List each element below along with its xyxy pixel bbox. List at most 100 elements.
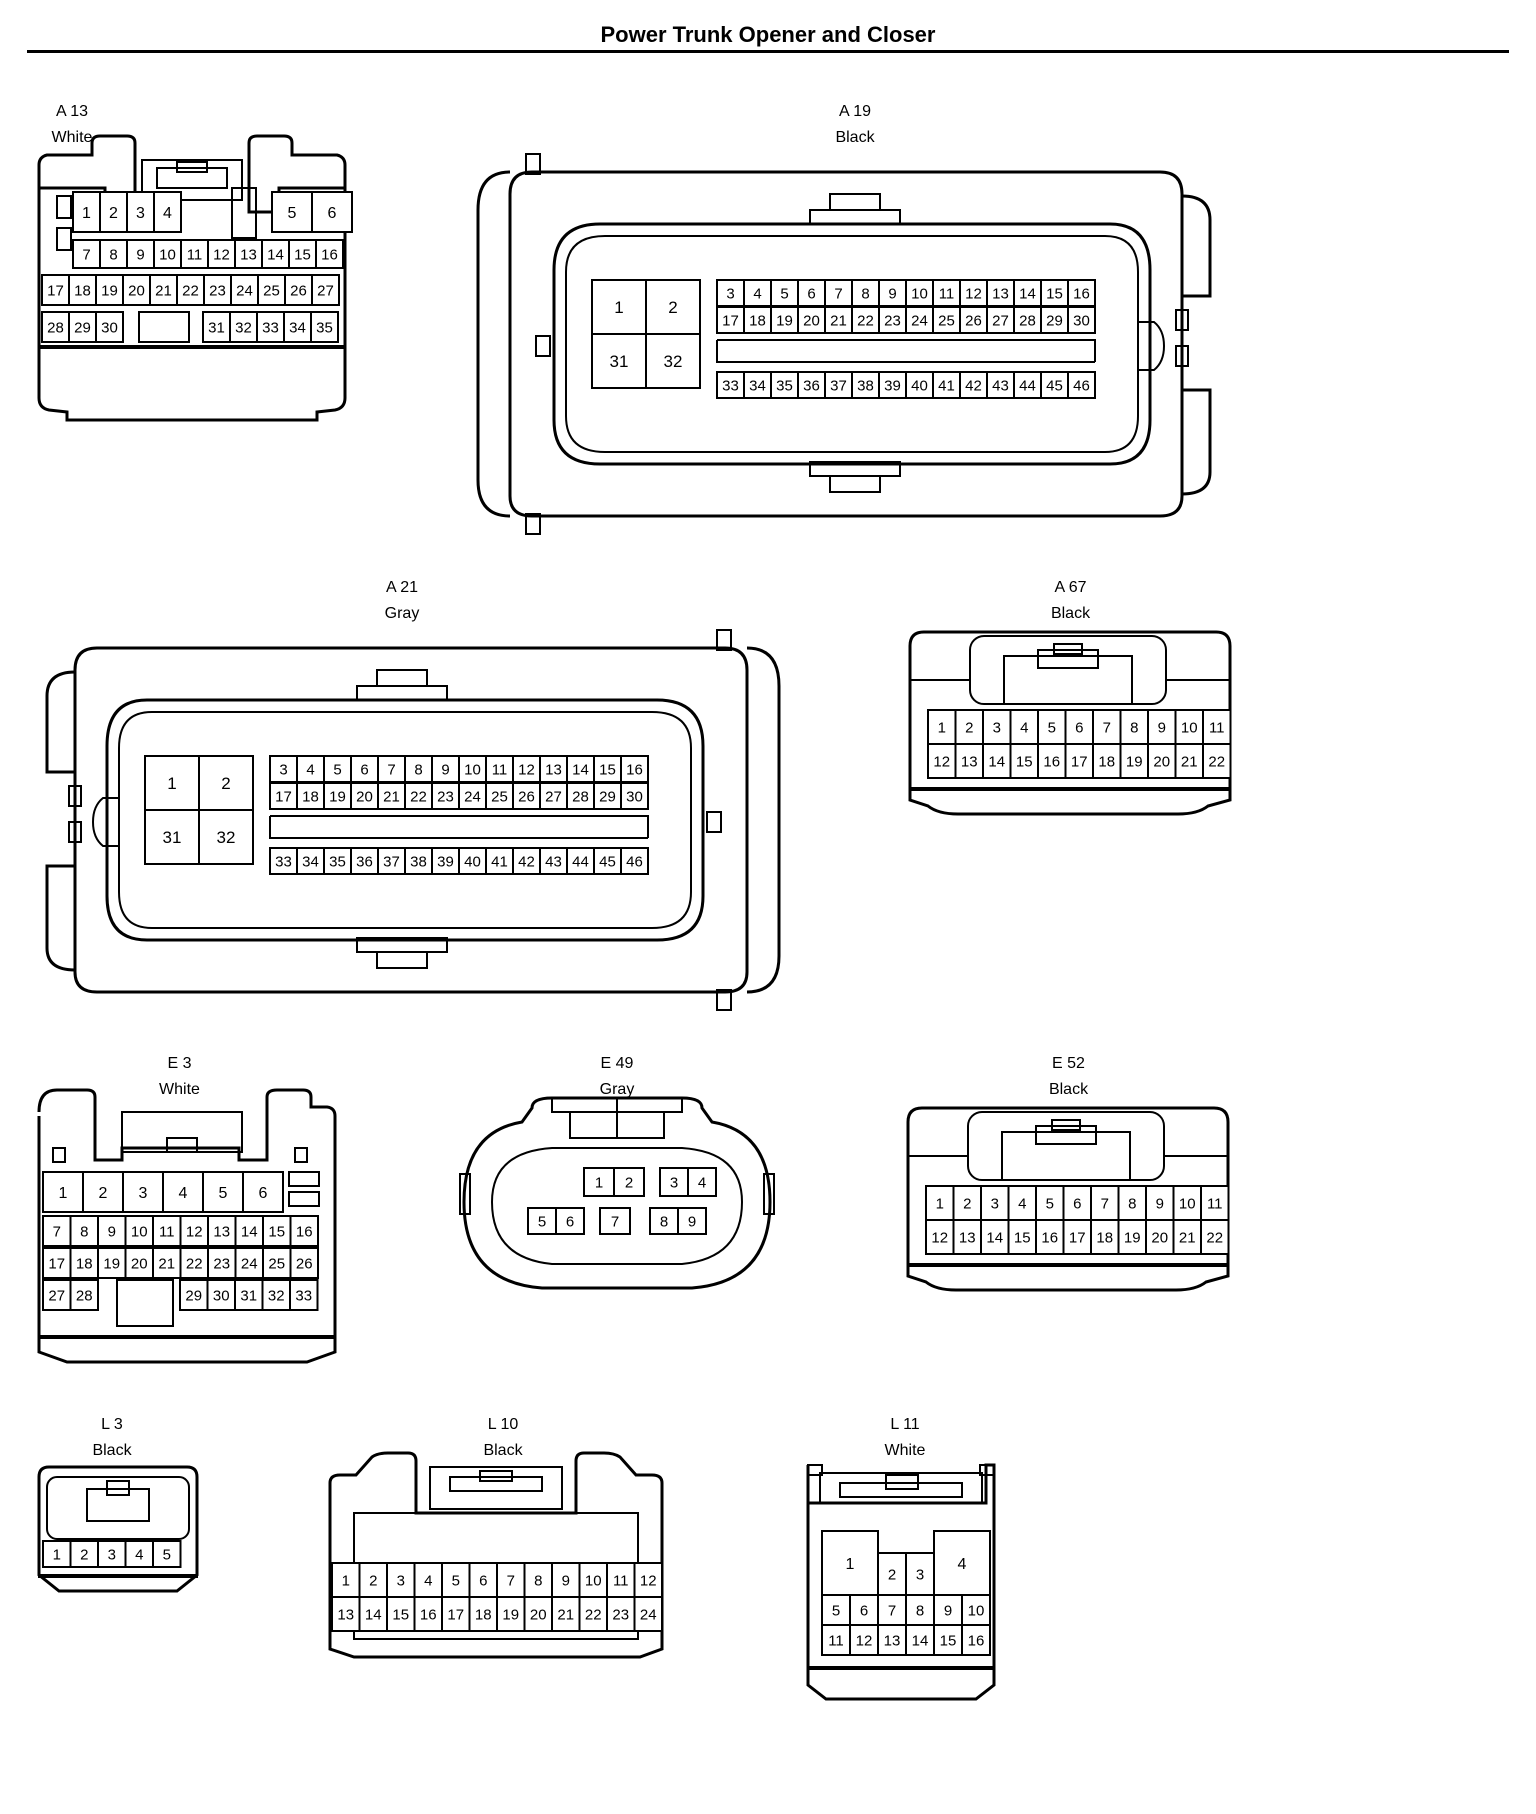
pin-cavity [269, 755, 298, 783]
pin-cavity [358, 1596, 388, 1632]
pin-number: 11 [613, 1572, 629, 1589]
connector-label: L 3 [101, 1416, 123, 1433]
housing-outline [807, 1666, 995, 1670]
housing-outline [525, 513, 541, 535]
pin-number: 2 [668, 298, 677, 317]
pin-number: 14 [365, 1606, 382, 1623]
housing-outline [118, 711, 692, 929]
pin-cavity [1090, 1185, 1120, 1221]
pin-number: 33 [275, 853, 292, 870]
pin-number: 33 [295, 1287, 312, 1304]
pin-number: 32 [217, 828, 236, 847]
pin-cavity [162, 1171, 204, 1213]
pin-cavity [331, 1596, 361, 1632]
pin-number: 11 [187, 246, 203, 263]
pin-cavity [72, 239, 101, 269]
pin-cavity [933, 1624, 963, 1656]
pin-cavity [95, 311, 124, 343]
pin-number: 32 [664, 352, 683, 371]
housing-outline [231, 187, 257, 239]
connector-color: Black [1048, 1081, 1089, 1098]
pin-number: 13 [545, 761, 562, 778]
pin-number: 4 [698, 1174, 706, 1191]
pin-number: 35 [316, 319, 333, 336]
pin-number: 16 [968, 1632, 985, 1649]
housing-outline [906, 1106, 1230, 1292]
pin-cavity [350, 782, 379, 810]
pin-number: 26 [290, 282, 307, 299]
pin-cavity [468, 1596, 498, 1632]
pin-number: 25 [263, 282, 280, 299]
connector-color: Black [835, 129, 875, 146]
pin-cavity [633, 1596, 663, 1632]
pin-number: 46 [1073, 377, 1090, 394]
pin-number: 39 [437, 853, 454, 870]
pin-number: 1 [53, 1546, 61, 1563]
housing-outline [967, 1111, 1165, 1181]
pin-number: 4 [163, 205, 172, 222]
pin-number: 7 [387, 761, 395, 778]
pin-cavity [877, 1624, 907, 1656]
pin-cavity [1007, 1219, 1037, 1255]
pin-number: 1 [614, 298, 623, 317]
pin-number: 14 [1019, 285, 1036, 302]
pin-number: 15 [940, 1632, 957, 1649]
pin-number: 11 [492, 761, 508, 778]
pin-number: 17 [48, 1255, 65, 1272]
pin-number: 3 [993, 719, 1001, 736]
pin-number: 5 [163, 1546, 171, 1563]
pin-cavity [207, 1247, 237, 1279]
housing-outline [1053, 643, 1083, 655]
housing-outline [746, 646, 781, 994]
pin-cavity [599, 1207, 631, 1235]
pin-number: 36 [803, 377, 820, 394]
pin-number: 30 [101, 319, 118, 336]
pin-cavity [659, 1167, 689, 1197]
housing-outline [38, 345, 346, 349]
pin-number: 1 [167, 774, 176, 793]
housing-outline [166, 1137, 198, 1153]
pin-number: 3 [108, 1546, 116, 1563]
pin-cavity [578, 1562, 608, 1598]
pin-number: 33 [262, 319, 279, 336]
pin-number: 11 [159, 1223, 175, 1240]
pin-number: 33 [722, 377, 739, 394]
housing-outline [716, 629, 732, 651]
pin-cavity [311, 274, 340, 306]
pin-cavity [257, 274, 286, 306]
pin-number: 15 [392, 1606, 409, 1623]
latch-bar [269, 815, 649, 839]
pin-cavity [961, 1594, 991, 1626]
pin-cavity [1067, 306, 1096, 334]
pin-number: 27 [992, 312, 1009, 329]
pin-cavity [905, 1552, 935, 1596]
pin-number: 29 [185, 1287, 202, 1304]
housing-outline [376, 669, 428, 687]
housing-outline [763, 1173, 775, 1215]
housing-outline [37, 134, 347, 422]
pin-number: 5 [219, 1185, 228, 1202]
housing-outline [37, 134, 137, 214]
housing-outline [1003, 655, 1133, 705]
pin-number: 9 [136, 246, 144, 263]
pin-number: 9 [1156, 1195, 1164, 1212]
pin-number: 3 [916, 1566, 924, 1583]
pin-cavity [386, 1596, 416, 1632]
pin-cavity [606, 1562, 636, 1598]
housing-outline [56, 227, 72, 251]
pin-number: 34 [749, 377, 766, 394]
pin-cavity [645, 333, 701, 389]
pin-number: 9 [562, 1572, 570, 1589]
pin-number: 35 [776, 377, 793, 394]
pin-number: 17 [1069, 1229, 1086, 1246]
housing-outline [1051, 1119, 1081, 1131]
pin-number: 31 [240, 1287, 257, 1304]
pin-cavity [69, 1247, 99, 1279]
pin-number: 15 [599, 761, 616, 778]
housing-group [476, 153, 1212, 535]
pin-number: 41 [938, 377, 955, 394]
pin-number: 9 [688, 1213, 696, 1230]
housing-outline [68, 785, 82, 807]
